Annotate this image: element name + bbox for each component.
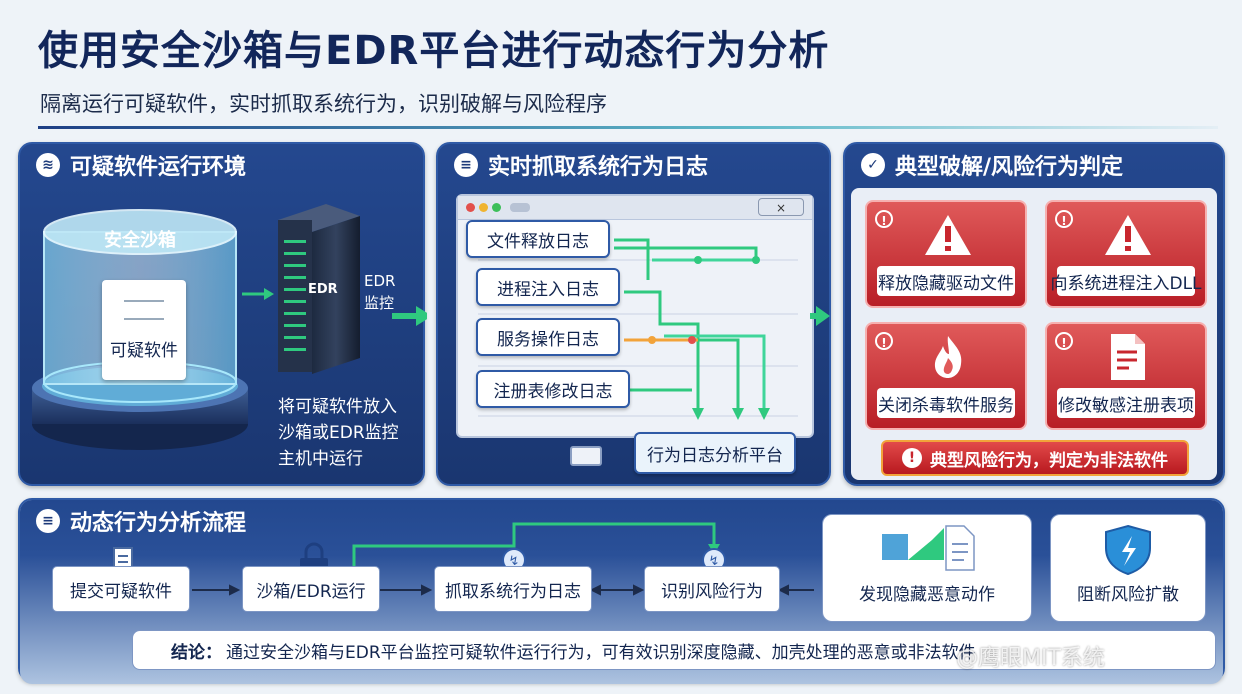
warning-triangle-icon — [1105, 215, 1151, 255]
flow-step-submit[interactable]: 提交可疑软件 — [52, 566, 190, 612]
flow-step-identify-risk[interactable]: 识别风险行为 — [644, 566, 780, 612]
verdict-text: 典型风险行为，判定为非法软件 — [930, 450, 1168, 471]
panel-analysis-flow: ≡ 动态行为分析流程 ↯ ↯ 提交可疑软件 沙箱/EDR运行 抓取系 — [18, 498, 1225, 684]
verdict-alert-icon: ! — [902, 448, 922, 468]
sandbox-label: 安全沙箱 — [104, 230, 176, 251]
flow-step-sandbox-run[interactable]: 沙箱/EDR运行 — [242, 566, 380, 612]
log-analysis-platform[interactable]: 行为日志分析平台 — [634, 432, 796, 474]
hidden-action-card — [822, 514, 1032, 622]
flow-header: ≡ 动态行为分析流程 — [20, 500, 1223, 542]
flow-arrows: ↯ ↯ — [113, 522, 1151, 596]
server-edr-label: EDR — [308, 282, 338, 297]
address-bar — [510, 203, 530, 212]
check-icon: ✓ — [861, 153, 885, 177]
flow-title: 动态行为分析流程 — [70, 511, 247, 536]
warning-triangle-icon — [925, 215, 971, 255]
log-item-registry-modify[interactable]: 注册表修改日志 — [476, 370, 630, 408]
alert-label-disable-antivirus: 关闭杀毒软件服务 — [877, 388, 1015, 418]
file-lines-icon — [124, 300, 164, 320]
svg-text:↯: ↯ — [509, 554, 520, 569]
alert-card-disable-antivirus[interactable]: ! 关闭杀毒软件服务 — [865, 322, 1027, 430]
close-button-icon[interactable]: × — [758, 198, 804, 216]
alert-label-hidden-driver: 释放隐藏驱动文件 — [877, 266, 1015, 296]
alert-card-hidden-driver[interactable]: ! 释放隐藏驱动文件 — [865, 200, 1027, 308]
alert-label-registry-edit: 修改敏感注册表项 — [1057, 388, 1195, 418]
flow-step-capture-logs[interactable]: 抓取系统行为日志 — [434, 566, 592, 612]
verdict-banner[interactable]: ! 典型风险行为，判定为非法软件 — [881, 440, 1189, 476]
maximize-dot-icon — [492, 203, 501, 212]
close-dot-icon — [466, 203, 475, 212]
log-item-process-injection[interactable]: 进程注入日志 — [476, 268, 620, 306]
alert-card-dll-injection[interactable]: ! 向系统进程注入DLL — [1045, 200, 1207, 308]
panel-logs-header: ≡ 实时抓取系统行为日志 — [438, 144, 829, 186]
flow-step-block-spread[interactable]: 阻断风险扩散 — [1077, 585, 1179, 605]
panel-runtime-title: 可疑软件运行环境 — [70, 155, 247, 180]
alert-badge-icon: ! — [875, 332, 893, 350]
document-edit-icon — [1111, 334, 1145, 380]
alert-badge-icon: ! — [1055, 210, 1073, 228]
alert-badge-icon: ! — [1055, 332, 1073, 350]
conclusion-text: 通过安全沙箱与EDR平台监控可疑软件运行行为，可有效识别深度隐藏、加壳处理的恶意… — [226, 642, 976, 663]
alert-card-registry-edit[interactable]: ! 修改敏感注册表项 — [1045, 322, 1207, 430]
panel-runtime-header: ≋ 可疑软件运行环境 — [20, 144, 423, 186]
list-icon: ≡ — [36, 509, 60, 533]
log-item-file-release[interactable]: 文件释放日志 — [466, 220, 610, 258]
fire-icon — [934, 336, 962, 378]
page-subtitle: 隔离运行可疑软件，实时抓取系统行为，识别破解与风险程序 — [40, 92, 607, 116]
log-item-service-operation[interactable]: 服务操作日志 — [476, 318, 620, 356]
layers-icon: ≋ — [36, 153, 60, 177]
suspicious-file: 可疑软件 — [102, 280, 186, 380]
runtime-caption: 将可疑软件放入 沙箱或EDR监控 主机中运行 — [278, 397, 399, 469]
flow-step-hidden-action[interactable]: 发现隐藏恶意动作 — [859, 585, 995, 605]
suspicious-file-label: 可疑软件 — [110, 341, 178, 361]
panel-behavior-logs: ≡ 实时抓取系统行为日志 × — [436, 142, 831, 486]
panel-risk-title: 典型破解/风险行为判定 — [895, 155, 1124, 180]
panel-runtime-environment: ≋ 可疑软件运行环境 — [18, 142, 427, 486]
list-icon: ≡ — [454, 153, 478, 177]
alert-label-dll-injection: 向系统进程注入DLL — [1050, 266, 1202, 296]
watermark: @鹰眼MIT系统 — [956, 646, 1105, 671]
log-flow-lines — [478, 238, 830, 420]
platform-icon — [570, 446, 602, 466]
panel-risk-header: ✓ 典型破解/风险行为判定 — [845, 144, 1223, 186]
page-title: 使用安全沙箱与EDR平台进行动态行为分析 — [38, 28, 830, 74]
panel-risk-judgement: ✓ 典型破解/风险行为判定 ! 释放隐藏驱动文件 ! 向系统进程注入DLL ! … — [843, 142, 1225, 486]
panel-logs-title: 实时抓取系统行为日志 — [488, 155, 709, 180]
window-titlebar: × — [458, 196, 812, 220]
minimize-dot-icon — [479, 203, 488, 212]
sandbox-illustration — [32, 204, 427, 450]
alert-badge-icon: ! — [875, 210, 893, 228]
header-divider — [38, 126, 1218, 129]
conclusion-bar: 结论： 通过安全沙箱与EDR平台监控可疑软件运行行为，可有效识别深度隐藏、加壳处… — [132, 630, 1216, 670]
conclusion-label: 结论： — [171, 642, 222, 663]
edr-monitor-label: EDR 监控 — [364, 272, 396, 312]
svg-text:↯: ↯ — [709, 554, 720, 569]
